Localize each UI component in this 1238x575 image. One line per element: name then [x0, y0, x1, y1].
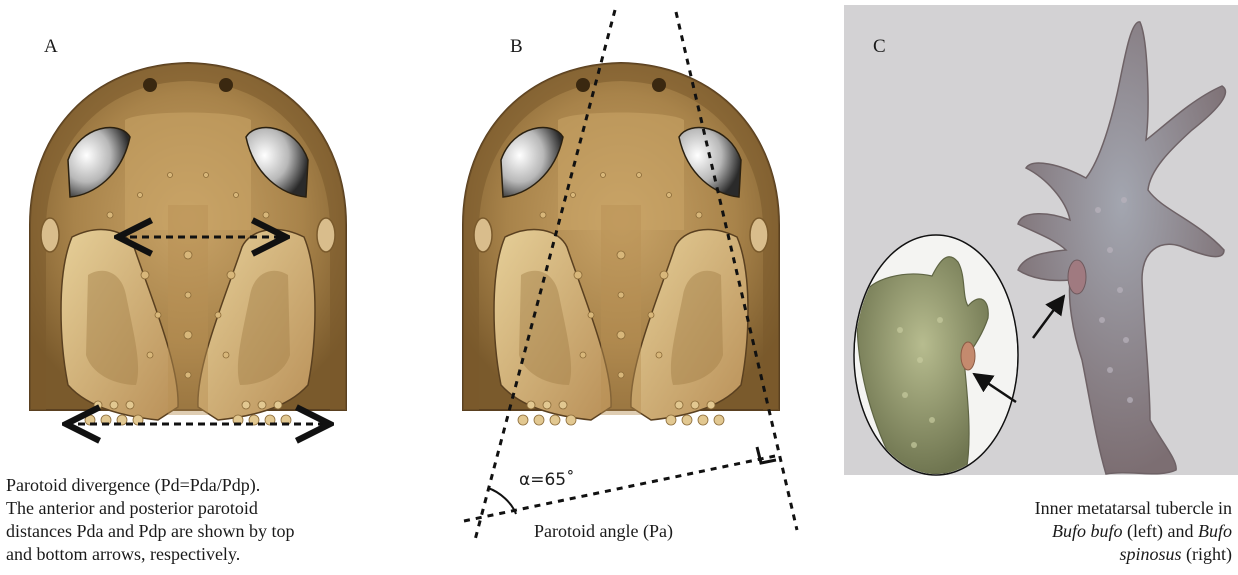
tubercle-bufo-bufo: [961, 342, 975, 370]
panel-a-head-illustration: [30, 63, 346, 425]
species-spinosus: spinosus: [1120, 544, 1182, 564]
caption-panel-c: Inner metatarsal tubercle in Bufo bufo (…: [932, 497, 1232, 566]
tubercle-bufo-spinosus: [1068, 260, 1086, 294]
caption-c-line-3: spinosus (right): [932, 543, 1232, 566]
caption-panel-a: Parotoid divergence (Pd=Pda/Pdp). The an…: [6, 474, 426, 566]
caption-c-right-word: (right): [1182, 544, 1232, 564]
caption-c-left-word: (left) and: [1123, 521, 1198, 541]
caption-c-line-2: Bufo bufo (left) and Bufo: [932, 520, 1232, 543]
caption-c-line-1: Inner metatarsal tubercle in: [932, 497, 1232, 520]
caption-a-line-4: and bottom arrows, respectively.: [6, 543, 426, 566]
caption-panel-b: Parotoid angle (Pa): [534, 520, 673, 543]
caption-a-line-2: The anterior and posterior parotoid: [6, 497, 426, 520]
panel-c-letter: C: [873, 36, 886, 58]
panel-b-head-illustration: [463, 63, 779, 425]
angle-label: α=65˚: [519, 470, 575, 490]
species-bufo-bufo: Bufo bufo: [1052, 521, 1123, 541]
caption-a-line-3: distances Pda and Pdp are shown by top: [6, 520, 426, 543]
panel-a-letter: A: [44, 36, 58, 58]
caption-a-line-1: Parotoid divergence (Pd=Pda/Pdp).: [6, 474, 426, 497]
species-bufo-part1: Bufo: [1198, 521, 1232, 541]
panel-b-letter: B: [510, 36, 523, 58]
